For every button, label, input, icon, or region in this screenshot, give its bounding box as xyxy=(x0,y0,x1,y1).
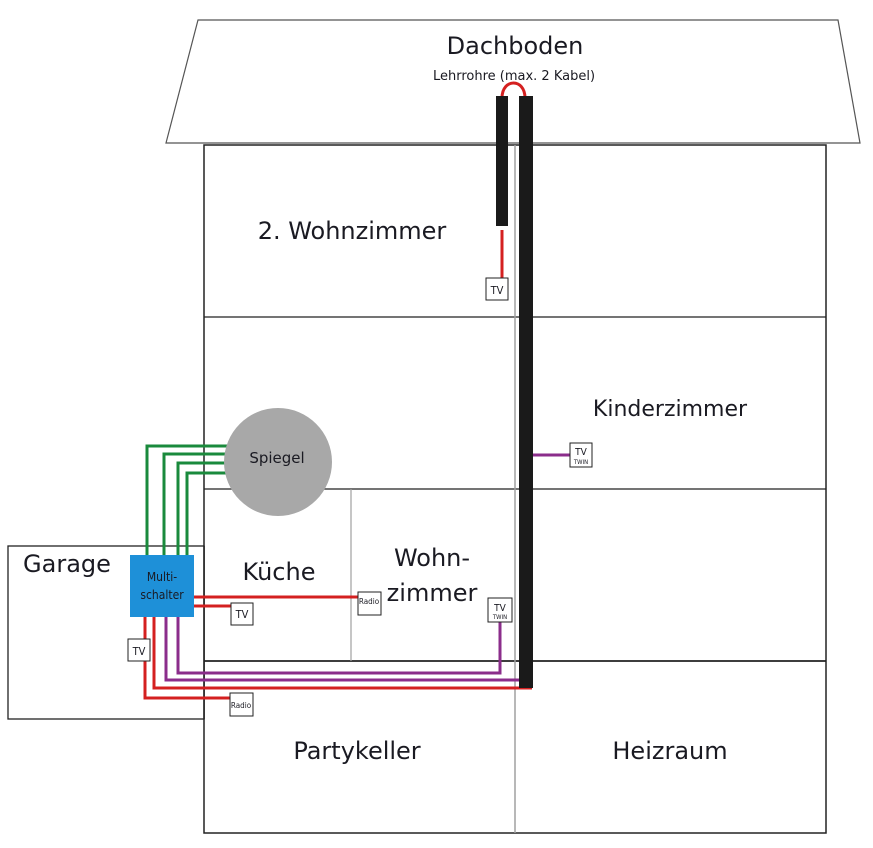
svg-text:TV: TV xyxy=(235,608,249,621)
satellite-dish xyxy=(224,408,332,516)
room-heizraum: Heizraum xyxy=(612,737,727,765)
outlet-radio-wohnzimmer: Radio xyxy=(357,591,382,616)
room-wohnzimmer-1: Wohn- xyxy=(394,544,470,572)
svg-text:TV: TV xyxy=(493,603,506,614)
dish-label: Spiegel xyxy=(249,449,304,467)
outlet-tv-garage: TV xyxy=(127,638,151,662)
room-kueche: Küche xyxy=(243,558,316,586)
attic-title: Dachboden xyxy=(447,32,584,60)
room-wohnzimmer2: 2. Wohnzimmer xyxy=(258,217,447,245)
room-kinderzimmer: Kinderzimmer xyxy=(593,397,748,422)
roof xyxy=(165,19,861,144)
multiswitch-label-1: Multi- xyxy=(147,570,177,584)
outlet-tv-kueche: TV xyxy=(230,602,254,626)
svg-text:TWIN: TWIN xyxy=(573,459,588,466)
outlet-tvtwin-wohnzimmer: TV TWIN xyxy=(487,597,513,623)
svg-text:TV: TV xyxy=(132,645,146,658)
multiswitch xyxy=(130,555,194,617)
svg-text:TWIN: TWIN xyxy=(492,614,507,621)
room-garage: Garage xyxy=(23,550,111,578)
room-wohnzimmer-2: zimmer xyxy=(387,579,478,607)
svg-text:TV: TV xyxy=(574,447,587,458)
attic-subtitle: Lehrrohre (max. 2 Kabel) xyxy=(433,69,595,84)
svg-text:TV: TV xyxy=(490,284,504,297)
conduit-short xyxy=(496,96,508,226)
svg-text:Radio: Radio xyxy=(231,701,252,710)
multiswitch-label-2: schalter xyxy=(140,588,184,602)
outlet-tv-wohnzimmer2: TV xyxy=(485,277,509,301)
room-partykeller: Partykeller xyxy=(293,737,420,765)
conduit-long xyxy=(519,96,533,688)
outlet-radio-partykeller: Radio xyxy=(229,692,254,717)
svg-text:Radio: Radio xyxy=(359,597,380,606)
satellite-cables xyxy=(145,444,230,556)
twin-cables xyxy=(164,453,570,682)
outlet-tvtwin-kinderzimmer: TV TWIN xyxy=(569,442,593,468)
